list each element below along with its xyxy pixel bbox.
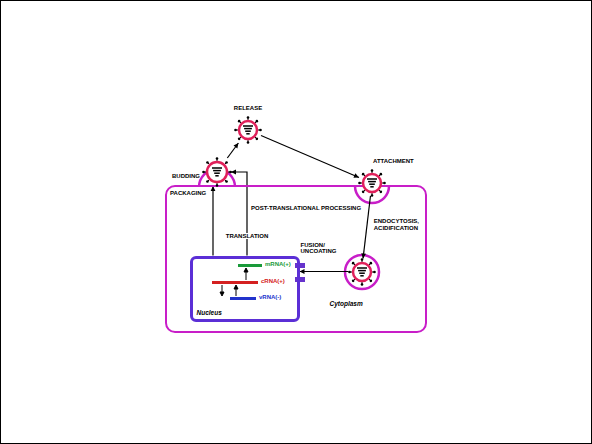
flow-line	[261, 136, 359, 178]
virion-release: RELEASE	[235, 117, 261, 143]
node-text: RELEASE	[234, 105, 262, 112]
node-text: Nucleus	[197, 309, 222, 316]
flow-line	[363, 196, 370, 259]
replication-arrows	[220, 268, 248, 296]
arrow-head	[300, 269, 305, 274]
virion-shape	[359, 170, 385, 196]
node-text: ATTACHMENT	[373, 158, 414, 165]
edge-label: TRANSLATION	[225, 233, 270, 240]
endosome	[345, 255, 379, 289]
virion-budding: BUDDING	[203, 158, 231, 186]
flow-arrow	[231, 170, 247, 256]
virion-shape	[349, 259, 375, 285]
virion-attachment: ATTACHMENT	[359, 170, 385, 196]
flow-arrow	[211, 186, 216, 256]
strand-label: cRNA(+)	[261, 278, 285, 285]
strand-label: vRNA(-)	[259, 294, 281, 301]
virion-shape	[203, 158, 231, 186]
flow-arrow	[227, 143, 238, 158]
nuclear-pore	[295, 277, 305, 282]
flow-line	[300, 271, 349, 272]
node-text: FUSION/ UNCOATING	[301, 242, 345, 256]
crna-strand	[212, 281, 258, 284]
flow-line	[212, 186, 213, 256]
nuclear-pore	[295, 263, 305, 268]
node-text: BUDDING	[172, 173, 200, 180]
process-label: POST-TRANSLATIONAL PROCESSING	[251, 205, 361, 212]
flow-arrow	[361, 196, 370, 259]
flow-arrow	[261, 136, 359, 178]
vrna-strand	[230, 297, 256, 300]
virion-endosome: FUSION/ UNCOATING	[349, 259, 375, 285]
virion-shape	[235, 117, 261, 143]
flow-line	[227, 143, 238, 158]
flow-arrow	[300, 269, 349, 274]
arrow-head	[353, 173, 359, 177]
strand-label: mRNA(+)	[265, 261, 291, 268]
node-text: Cytoplasm	[330, 300, 363, 307]
process-label: PACKAGING	[170, 190, 206, 197]
arrow-head	[361, 253, 366, 258]
mrna-strand	[238, 264, 262, 267]
edge-label: ENDOCYTOSIS, ACIDIFICATION	[373, 218, 425, 232]
arrow-head	[234, 143, 239, 148]
